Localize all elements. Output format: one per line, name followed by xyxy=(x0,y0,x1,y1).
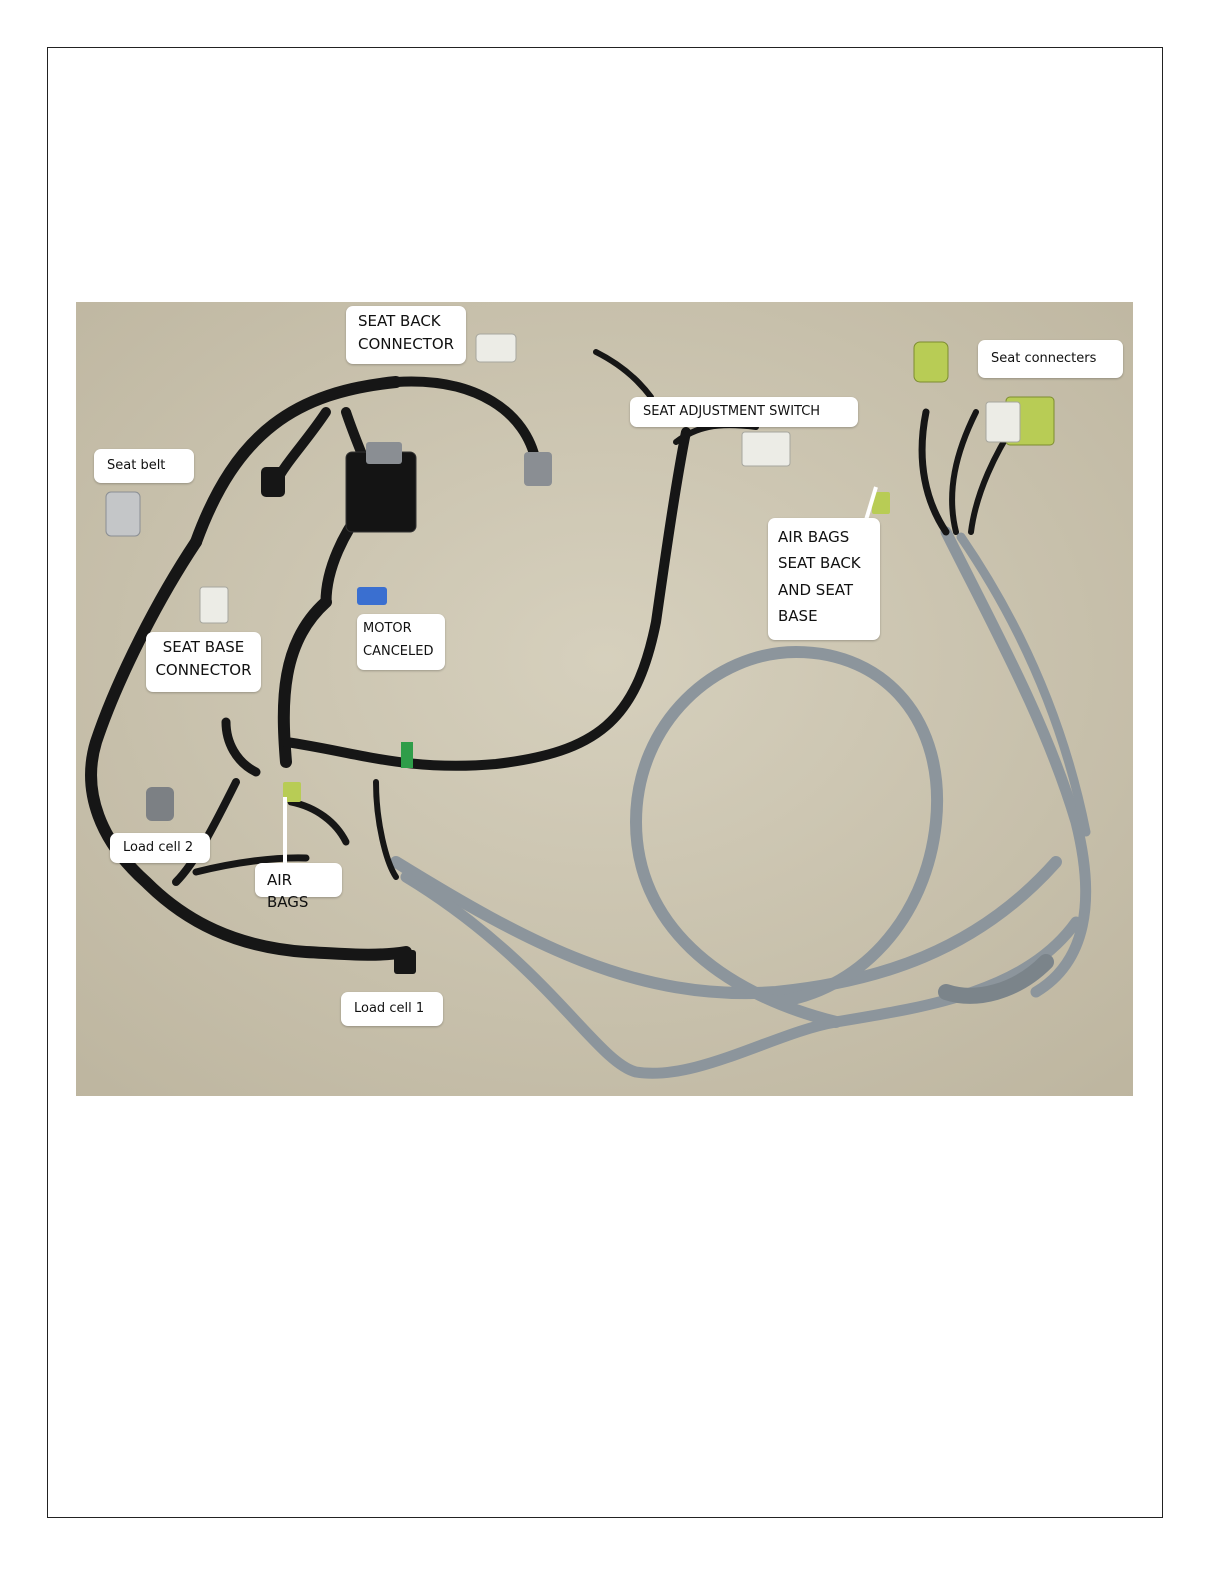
seat-belt-connector xyxy=(106,492,140,536)
label-load-cell-2: Load cell 2 xyxy=(110,833,210,863)
seat-white-connector xyxy=(986,402,1020,442)
label-seat-connecters: Seat connecters xyxy=(978,340,1123,378)
label-seat-belt: Seat belt xyxy=(94,449,194,483)
label-motor-canceled: MOTOR CANCELED xyxy=(357,614,445,670)
load-cell-2-connector xyxy=(146,787,174,821)
load-cell-1-connector xyxy=(394,950,416,974)
adjustment-switch-connector xyxy=(742,432,790,466)
gray-side-connector xyxy=(524,452,552,486)
seat-back-white-connector xyxy=(476,334,516,362)
harness-illustration xyxy=(76,302,1133,1096)
seat-base-connector xyxy=(200,587,228,623)
black-round-connector xyxy=(261,467,285,497)
wiring-harness-photo xyxy=(76,302,1133,1096)
label-seat-adjustment-switch: SEAT ADJUSTMENT SWITCH xyxy=(630,397,858,427)
label-air-bags: AIR BAGS xyxy=(255,863,342,897)
motor-blue-connector xyxy=(357,587,387,605)
label-seat-back-connector: SEAT BACK CONNECTOR xyxy=(346,306,466,364)
label-seat-base-connector: SEAT BASE CONNECTOR xyxy=(146,632,261,692)
green-tape xyxy=(401,742,413,768)
main-gray-cap xyxy=(366,442,402,464)
label-air-bags-seat-back-and-seat-base: AIR BAGS SEAT BACK AND SEAT BASE xyxy=(768,518,880,640)
label-load-cell-1: Load cell 1 xyxy=(341,992,443,1026)
seat-green-connector-a xyxy=(914,342,948,382)
